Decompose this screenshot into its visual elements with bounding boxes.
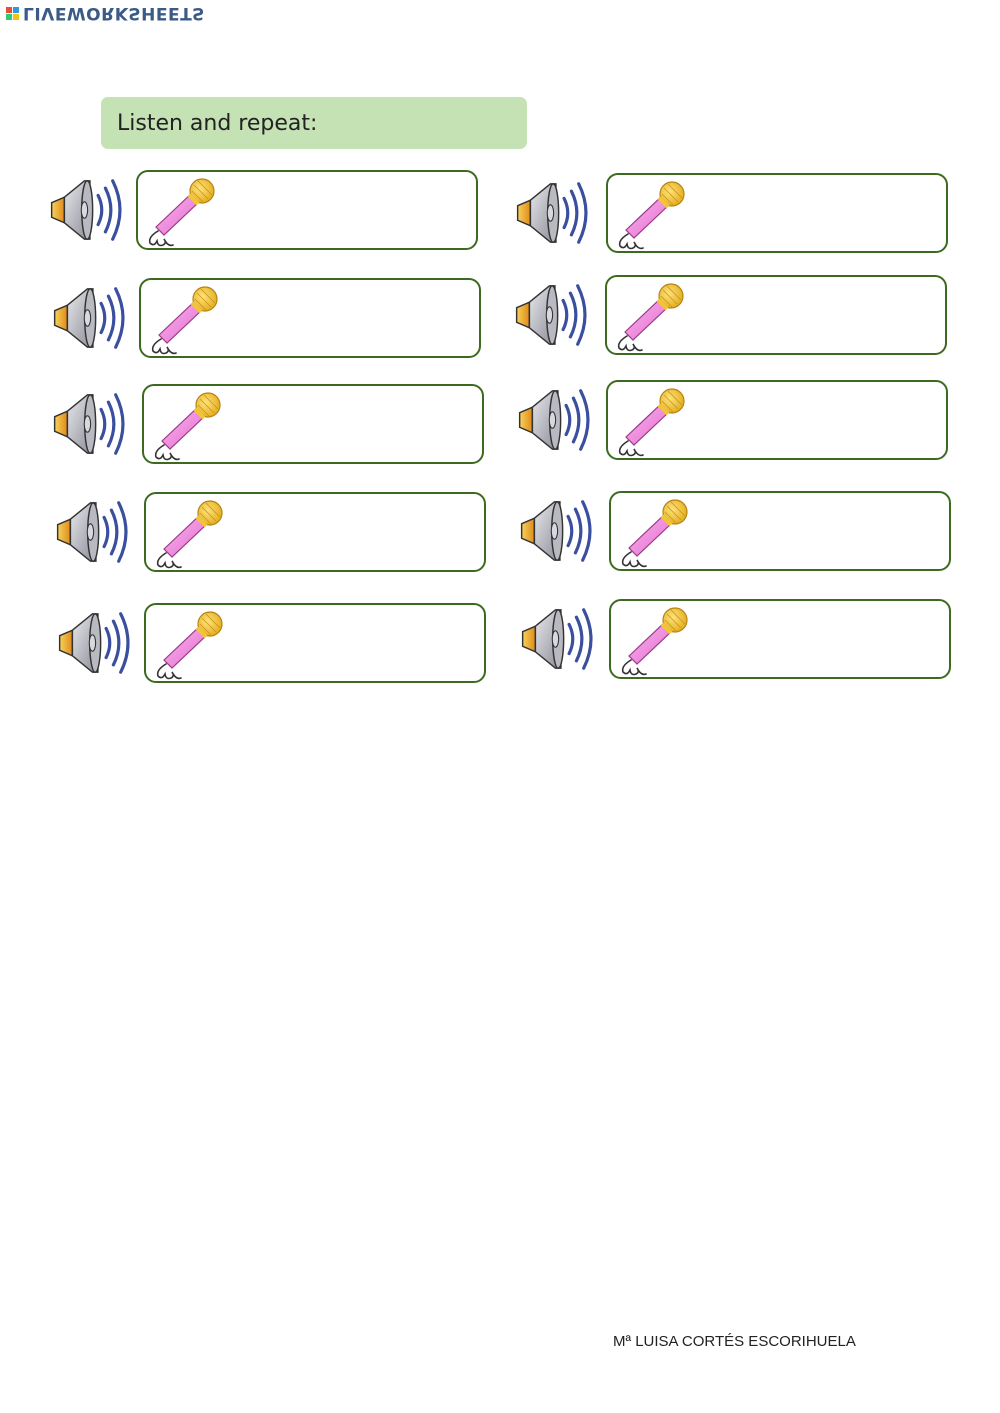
speaker-icon[interactable] <box>54 496 136 568</box>
answer-box-5[interactable] <box>142 384 484 464</box>
liveworksheets-logo: LIVEWORKSHEETS <box>6 2 205 24</box>
listen-repeat-item-3 <box>51 278 491 368</box>
listen-repeat-item-7 <box>54 492 494 582</box>
microphone-icon[interactable] <box>615 496 693 568</box>
answer-box-7[interactable] <box>144 492 486 572</box>
answer-box-2[interactable] <box>606 173 948 253</box>
answer-box-9[interactable] <box>144 603 486 683</box>
logo-mark <box>6 6 19 20</box>
author-credit: Mª LUISA CORTÉS ESCORIHUELA <box>613 1333 856 1350</box>
speaker-icon[interactable] <box>51 282 133 354</box>
listen-repeat-item-9 <box>56 603 496 693</box>
speaker-icon[interactable] <box>51 388 133 460</box>
microphone-icon[interactable] <box>145 283 223 355</box>
listen-repeat-item-10 <box>519 599 959 689</box>
speaker-icon[interactable] <box>519 603 601 675</box>
answer-box-3[interactable] <box>139 278 481 358</box>
microphone-icon[interactable] <box>612 178 690 250</box>
microphone-icon[interactable] <box>142 175 220 247</box>
listen-repeat-item-5 <box>51 384 491 474</box>
speaker-icon[interactable] <box>513 279 595 351</box>
microphone-icon[interactable] <box>612 385 690 457</box>
microphone-icon[interactable] <box>150 608 228 680</box>
answer-box-10[interactable] <box>609 599 951 679</box>
logo-text: LIVEWORKSHEETS <box>23 3 205 23</box>
listen-repeat-item-2 <box>514 173 954 263</box>
speaker-icon[interactable] <box>516 384 598 456</box>
microphone-icon[interactable] <box>611 280 689 352</box>
instruction-text: Listen and repeat: <box>117 110 318 136</box>
listen-repeat-item-8 <box>518 491 958 581</box>
answer-box-4[interactable] <box>605 275 947 355</box>
speaker-icon[interactable] <box>56 607 138 679</box>
instruction-banner: Listen and repeat: <box>101 97 527 149</box>
speaker-icon[interactable] <box>514 177 596 249</box>
listen-repeat-item-6 <box>516 380 956 470</box>
speaker-icon[interactable] <box>518 495 600 567</box>
answer-box-8[interactable] <box>609 491 951 571</box>
microphone-icon[interactable] <box>150 497 228 569</box>
microphone-icon[interactable] <box>615 604 693 676</box>
speaker-icon[interactable] <box>48 174 130 246</box>
listen-repeat-item-1 <box>48 170 488 260</box>
listen-repeat-item-4 <box>513 275 953 365</box>
answer-box-6[interactable] <box>606 380 948 460</box>
microphone-icon[interactable] <box>148 389 226 461</box>
answer-box-1[interactable] <box>136 170 478 250</box>
